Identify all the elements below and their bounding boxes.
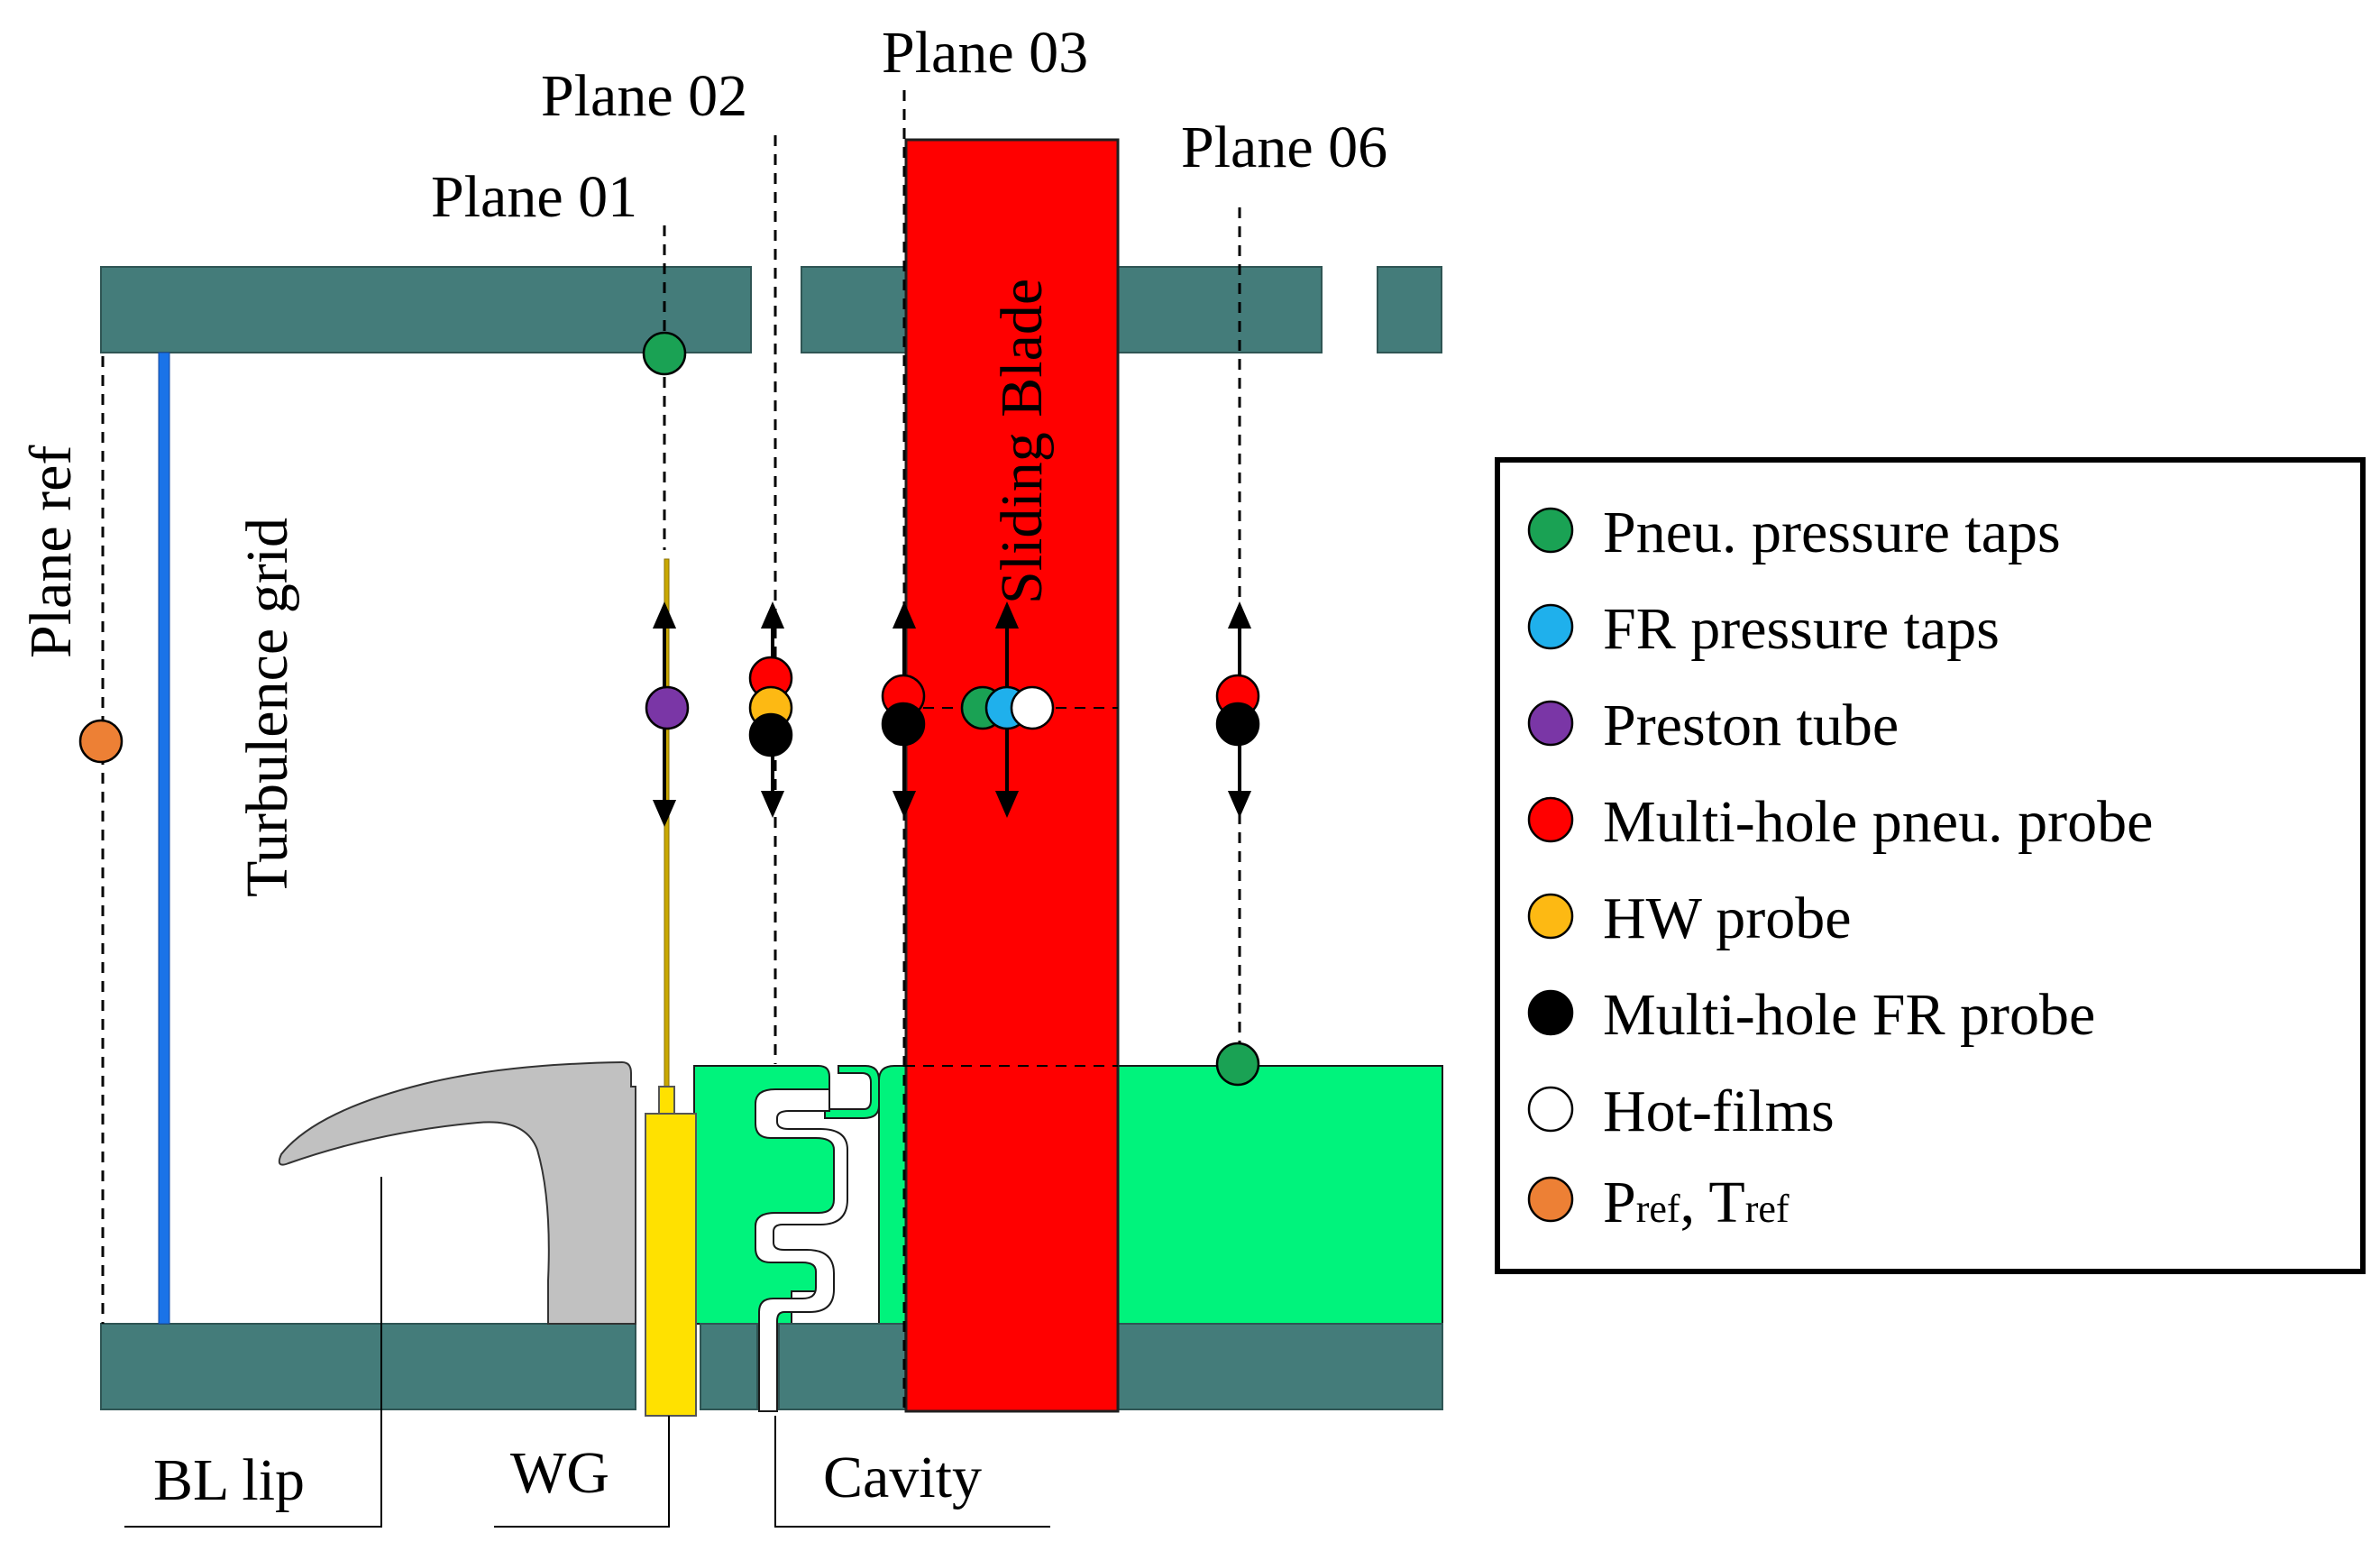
plane-03-label: Plane 03 xyxy=(882,20,1088,86)
bl-lip-label: BL lip xyxy=(153,1447,305,1513)
legend-label: Pneu. pressure taps xyxy=(1603,500,2061,565)
bl-lip-leader xyxy=(124,1177,382,1528)
green-block-right xyxy=(824,1065,880,1119)
multihole-fr-plane06 xyxy=(1215,702,1260,747)
tref-main: T xyxy=(1708,1170,1744,1235)
top-wall-segment-1 xyxy=(100,266,752,353)
plane-ref-label: Plane ref xyxy=(18,445,84,658)
legend-items: Pneu. pressure taps FR pressure tapsPrest… xyxy=(1527,500,2153,1144)
legend: Pneu. pressure taps FR pressure tapsPrest… xyxy=(1495,457,2366,1274)
pref-main: P xyxy=(1603,1170,1636,1235)
arrow-blade-up xyxy=(994,601,1020,629)
cavity-label: Cavity xyxy=(823,1445,982,1510)
legend-marker xyxy=(1527,1086,1574,1133)
arrow-plane06-down xyxy=(1227,791,1252,819)
multihole-fr-plane03 xyxy=(881,702,926,747)
bottom-wall-segment-4 xyxy=(1117,1323,1443,1410)
tref-sub: ref xyxy=(1745,1187,1790,1231)
bottom-wall-segment-1 xyxy=(100,1323,636,1410)
wg-leader xyxy=(494,1416,670,1528)
legend-label: FR pressure taps xyxy=(1603,596,2000,662)
preston-tube-plane01 xyxy=(645,685,690,730)
pref-sub: ref xyxy=(1636,1187,1680,1231)
leader-lines xyxy=(124,1177,1050,1528)
wg-neck xyxy=(658,1086,675,1115)
legend-label: Hot-films xyxy=(1603,1078,1835,1144)
plane-02-label: Plane 02 xyxy=(541,63,747,129)
legend-marker xyxy=(1527,507,1574,554)
turbulence-grid-label: Turbulence grid xyxy=(234,518,300,897)
legend-marker xyxy=(1527,700,1574,747)
turbulence-grid-bar xyxy=(158,352,170,1325)
legend-label-pref-tref: Pref, Tref xyxy=(1603,1170,1790,1235)
arrow-plane06-up xyxy=(1227,601,1252,629)
green-block-downstream xyxy=(1117,1065,1443,1326)
cavity-slot xyxy=(755,1088,848,1412)
cavity-leader xyxy=(774,1416,1050,1528)
bottom-wall xyxy=(100,1323,1443,1410)
arrow-plane01-down xyxy=(652,800,677,828)
legend-marker xyxy=(1527,893,1574,940)
legend-label: Multi-hole FR probe xyxy=(1603,982,2095,1048)
bottom-wall-segment-2 xyxy=(700,1323,758,1410)
legend-label: Multi-hole pneu. probe xyxy=(1603,789,2153,855)
legend-marker xyxy=(1527,796,1574,843)
arrow-plane02-down xyxy=(760,791,785,819)
arrow-plane03-down xyxy=(892,791,917,819)
green-block-main xyxy=(878,1065,907,1325)
legend-marker-pref-tref xyxy=(1527,1176,1574,1223)
pref-tref-marker xyxy=(78,719,124,764)
pref-sep: , xyxy=(1680,1170,1709,1235)
arrow-blade-down xyxy=(994,791,1020,819)
legend-marker xyxy=(1527,989,1574,1036)
arrow-plane02-up xyxy=(760,601,785,629)
multihole-fr-plane02 xyxy=(748,712,793,757)
plane-lines xyxy=(101,90,1241,1411)
arrow-plane01-up xyxy=(652,601,677,629)
sensor-markers xyxy=(78,331,1260,1087)
top-wall-segment-3 xyxy=(1377,266,1442,353)
wg-body xyxy=(645,1113,697,1417)
legend-box xyxy=(1495,457,2366,1274)
pneu-tap-plane06 xyxy=(1215,1042,1260,1087)
plane-06-label: Plane 06 xyxy=(1181,115,1387,180)
arrow-plane03-up xyxy=(892,601,917,629)
wg-label: WG xyxy=(510,1440,609,1506)
legend-label: HW probe xyxy=(1603,886,1852,951)
plane-01-label: Plane 01 xyxy=(431,164,637,230)
legend-marker xyxy=(1527,603,1574,650)
bottom-wall-segment-3 xyxy=(778,1323,906,1410)
bl-lip xyxy=(278,1060,636,1325)
sliding-blade-label: Sliding Blade xyxy=(989,279,1055,604)
hot-film-blade xyxy=(1010,685,1055,730)
legend-label: Preston tube xyxy=(1603,693,1899,758)
pneu-tap-plane01 xyxy=(642,331,687,376)
